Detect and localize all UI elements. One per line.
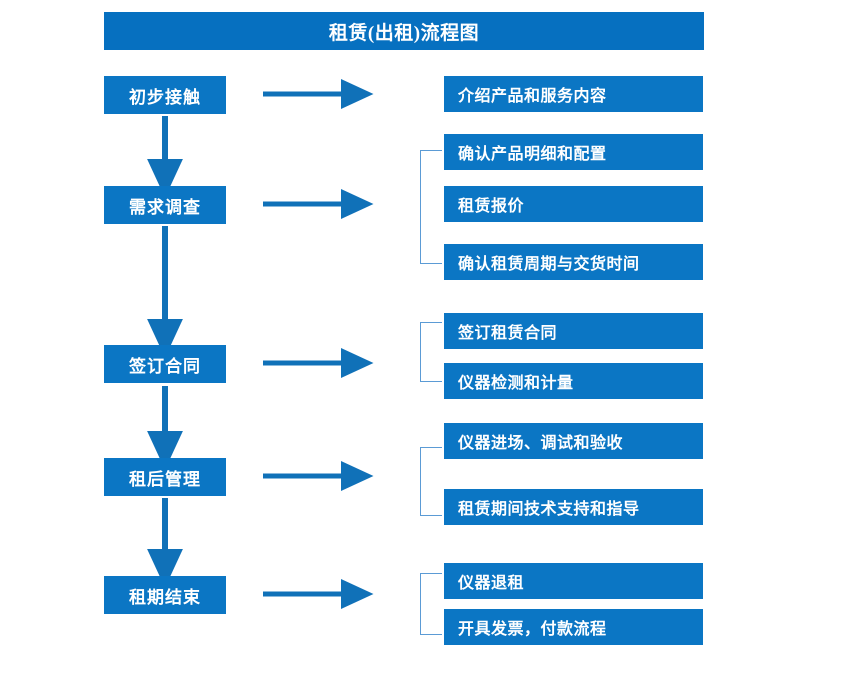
stage-box-post-rental[interactable]: 租后管理 [104,458,226,496]
detail-box-technical-support[interactable]: 租赁期间技术支持和指导 [444,489,703,525]
detail-box-instrument-inspection[interactable]: 仪器检测和计量 [444,363,703,399]
stage-box-initial-contact[interactable]: 初步接触 [104,76,226,114]
detail-box-rental-quote[interactable]: 租赁报价 [444,186,703,222]
detail-box-confirm-period-delivery[interactable]: 确认租赁周期与交货时间 [444,244,703,280]
page-title: 租赁(出租)流程图 [104,12,704,50]
bracket-group-contract [420,322,442,382]
bracket-group-postrental [420,447,442,516]
stage-box-lease-end[interactable]: 租期结束 [104,576,226,614]
stage-box-needs-survey[interactable]: 需求调查 [104,186,226,224]
detail-box-instrument-return[interactable]: 仪器退租 [444,563,703,599]
bracket-group-needs [420,150,442,264]
detail-box-sign-rental-contract[interactable]: 签订租赁合同 [444,313,703,349]
detail-box-introduce-products[interactable]: 介绍产品和服务内容 [444,76,703,112]
detail-box-instrument-install[interactable]: 仪器进场、调试和验收 [444,423,703,459]
stage-box-sign-contract[interactable]: 签订合同 [104,345,226,383]
bracket-group-leaseend [420,573,442,635]
detail-box-confirm-specs[interactable]: 确认产品明细和配置 [444,134,703,170]
detail-box-invoice-payment[interactable]: 开具发票，付款流程 [444,609,703,645]
